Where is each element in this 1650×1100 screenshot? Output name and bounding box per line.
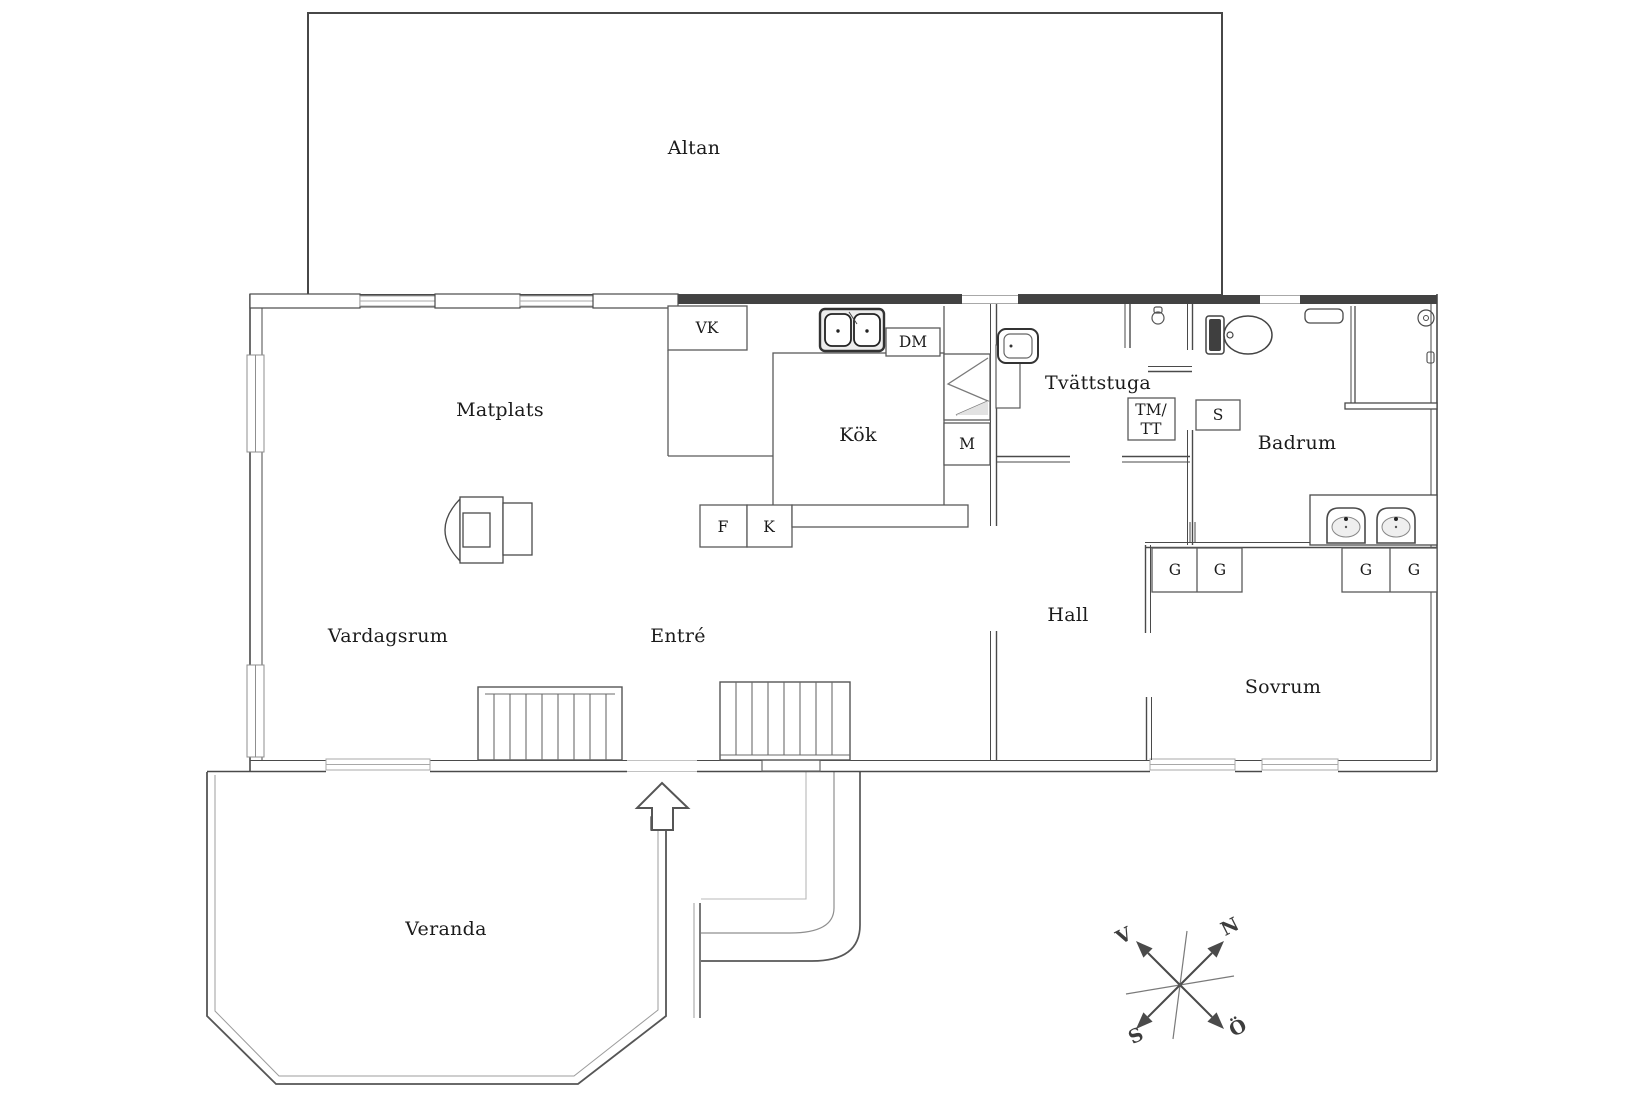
room-label-badrum: Badrum — [1257, 432, 1337, 454]
kitchen-sink-icon — [818, 307, 886, 353]
top-wall-windows — [249, 293, 1300, 309]
altan-deck-outline — [307, 12, 1223, 296]
microwave-label-m: M — [959, 435, 975, 453]
fireplace-icon — [444, 496, 533, 564]
fridge-label-k: K — [763, 518, 775, 536]
left-wall-windows — [246, 354, 265, 758]
cabinet-label-s: S — [1212, 406, 1224, 424]
room-label-veranda: Veranda — [405, 918, 487, 940]
room-label-sovrum: Sovrum — [1244, 676, 1322, 698]
dryer-label-tt: TT — [1140, 420, 1162, 438]
entry-steps — [477, 681, 851, 761]
room-label-hall: Hall — [1047, 604, 1089, 626]
room-label-altan: Altan — [667, 137, 721, 159]
entrance-walkway — [701, 772, 861, 962]
compass-rose — [1125, 930, 1235, 1040]
shower-enclosure — [1304, 306, 1438, 410]
room-label-kok: Kök — [839, 424, 877, 446]
wardrobe-label-g4: G — [1407, 561, 1421, 579]
stairs-icon — [946, 357, 990, 416]
wardrobe-label-g3: G — [1359, 561, 1373, 579]
freezer-label-f: F — [717, 518, 729, 536]
wardrobe-label-g1: G — [1168, 561, 1182, 579]
closet-boxes — [1151, 547, 1438, 593]
kitchen-cabinets — [667, 305, 991, 548]
entrance-arrow-icon — [634, 781, 691, 831]
washer-dryer-box — [1127, 397, 1176, 441]
room-label-entre: Entré — [650, 625, 706, 647]
dishwasher-label-dm: DM — [898, 333, 928, 351]
washer-label-tm: TM/ — [1135, 401, 1167, 419]
room-label-vardagsrum: Vardagsrum — [327, 625, 449, 647]
lamp-icon — [1151, 306, 1165, 325]
bathroom-vanity — [1309, 494, 1438, 546]
s-cabinet-box — [1195, 399, 1241, 431]
wardrobe-label-g2: G — [1213, 561, 1227, 579]
room-label-tvattstuga: Tvättstuga — [1044, 372, 1152, 394]
cabinet-label-vk: VK — [695, 319, 719, 337]
toilet-icon — [1205, 315, 1273, 355]
laundry-sink-icon — [995, 328, 1039, 409]
bottom-wall-openings — [325, 756, 1339, 774]
room-label-matplats: Matplats — [456, 399, 544, 421]
